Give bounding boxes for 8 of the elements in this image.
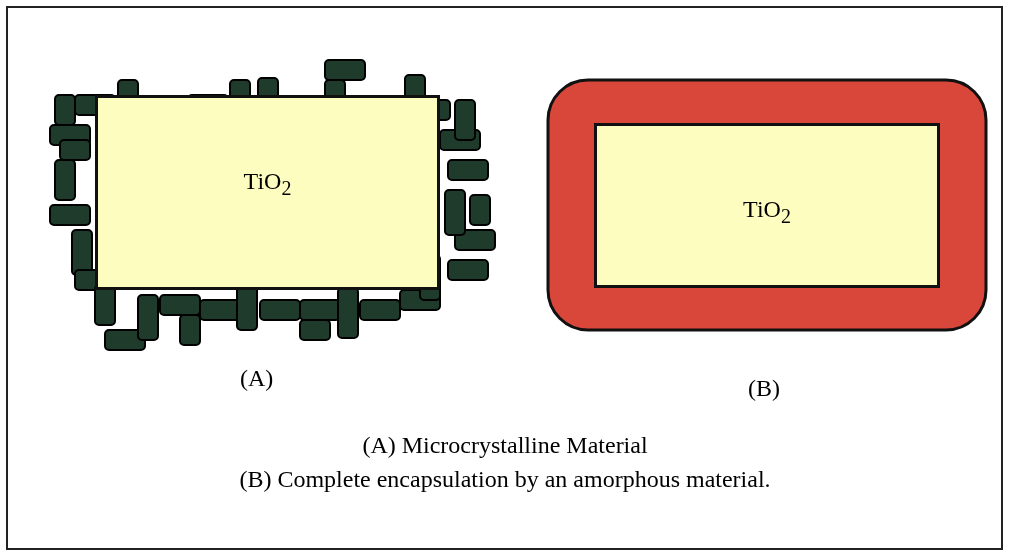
- panel-label: (B): [748, 375, 780, 402]
- panel-label: (A): [240, 365, 274, 392]
- core-label: TiO$_{2}$: [743, 196, 791, 229]
- caption-line: (A) Microcrystalline Material: [362, 432, 648, 459]
- caption-line: (B) Complete encapsulation by an amorphous material.: [239, 466, 771, 493]
- particle-core-box: [594, 123, 940, 288]
- core-label: TiO$_{2}$: [243, 168, 292, 201]
- particle-core-box: [95, 95, 440, 290]
